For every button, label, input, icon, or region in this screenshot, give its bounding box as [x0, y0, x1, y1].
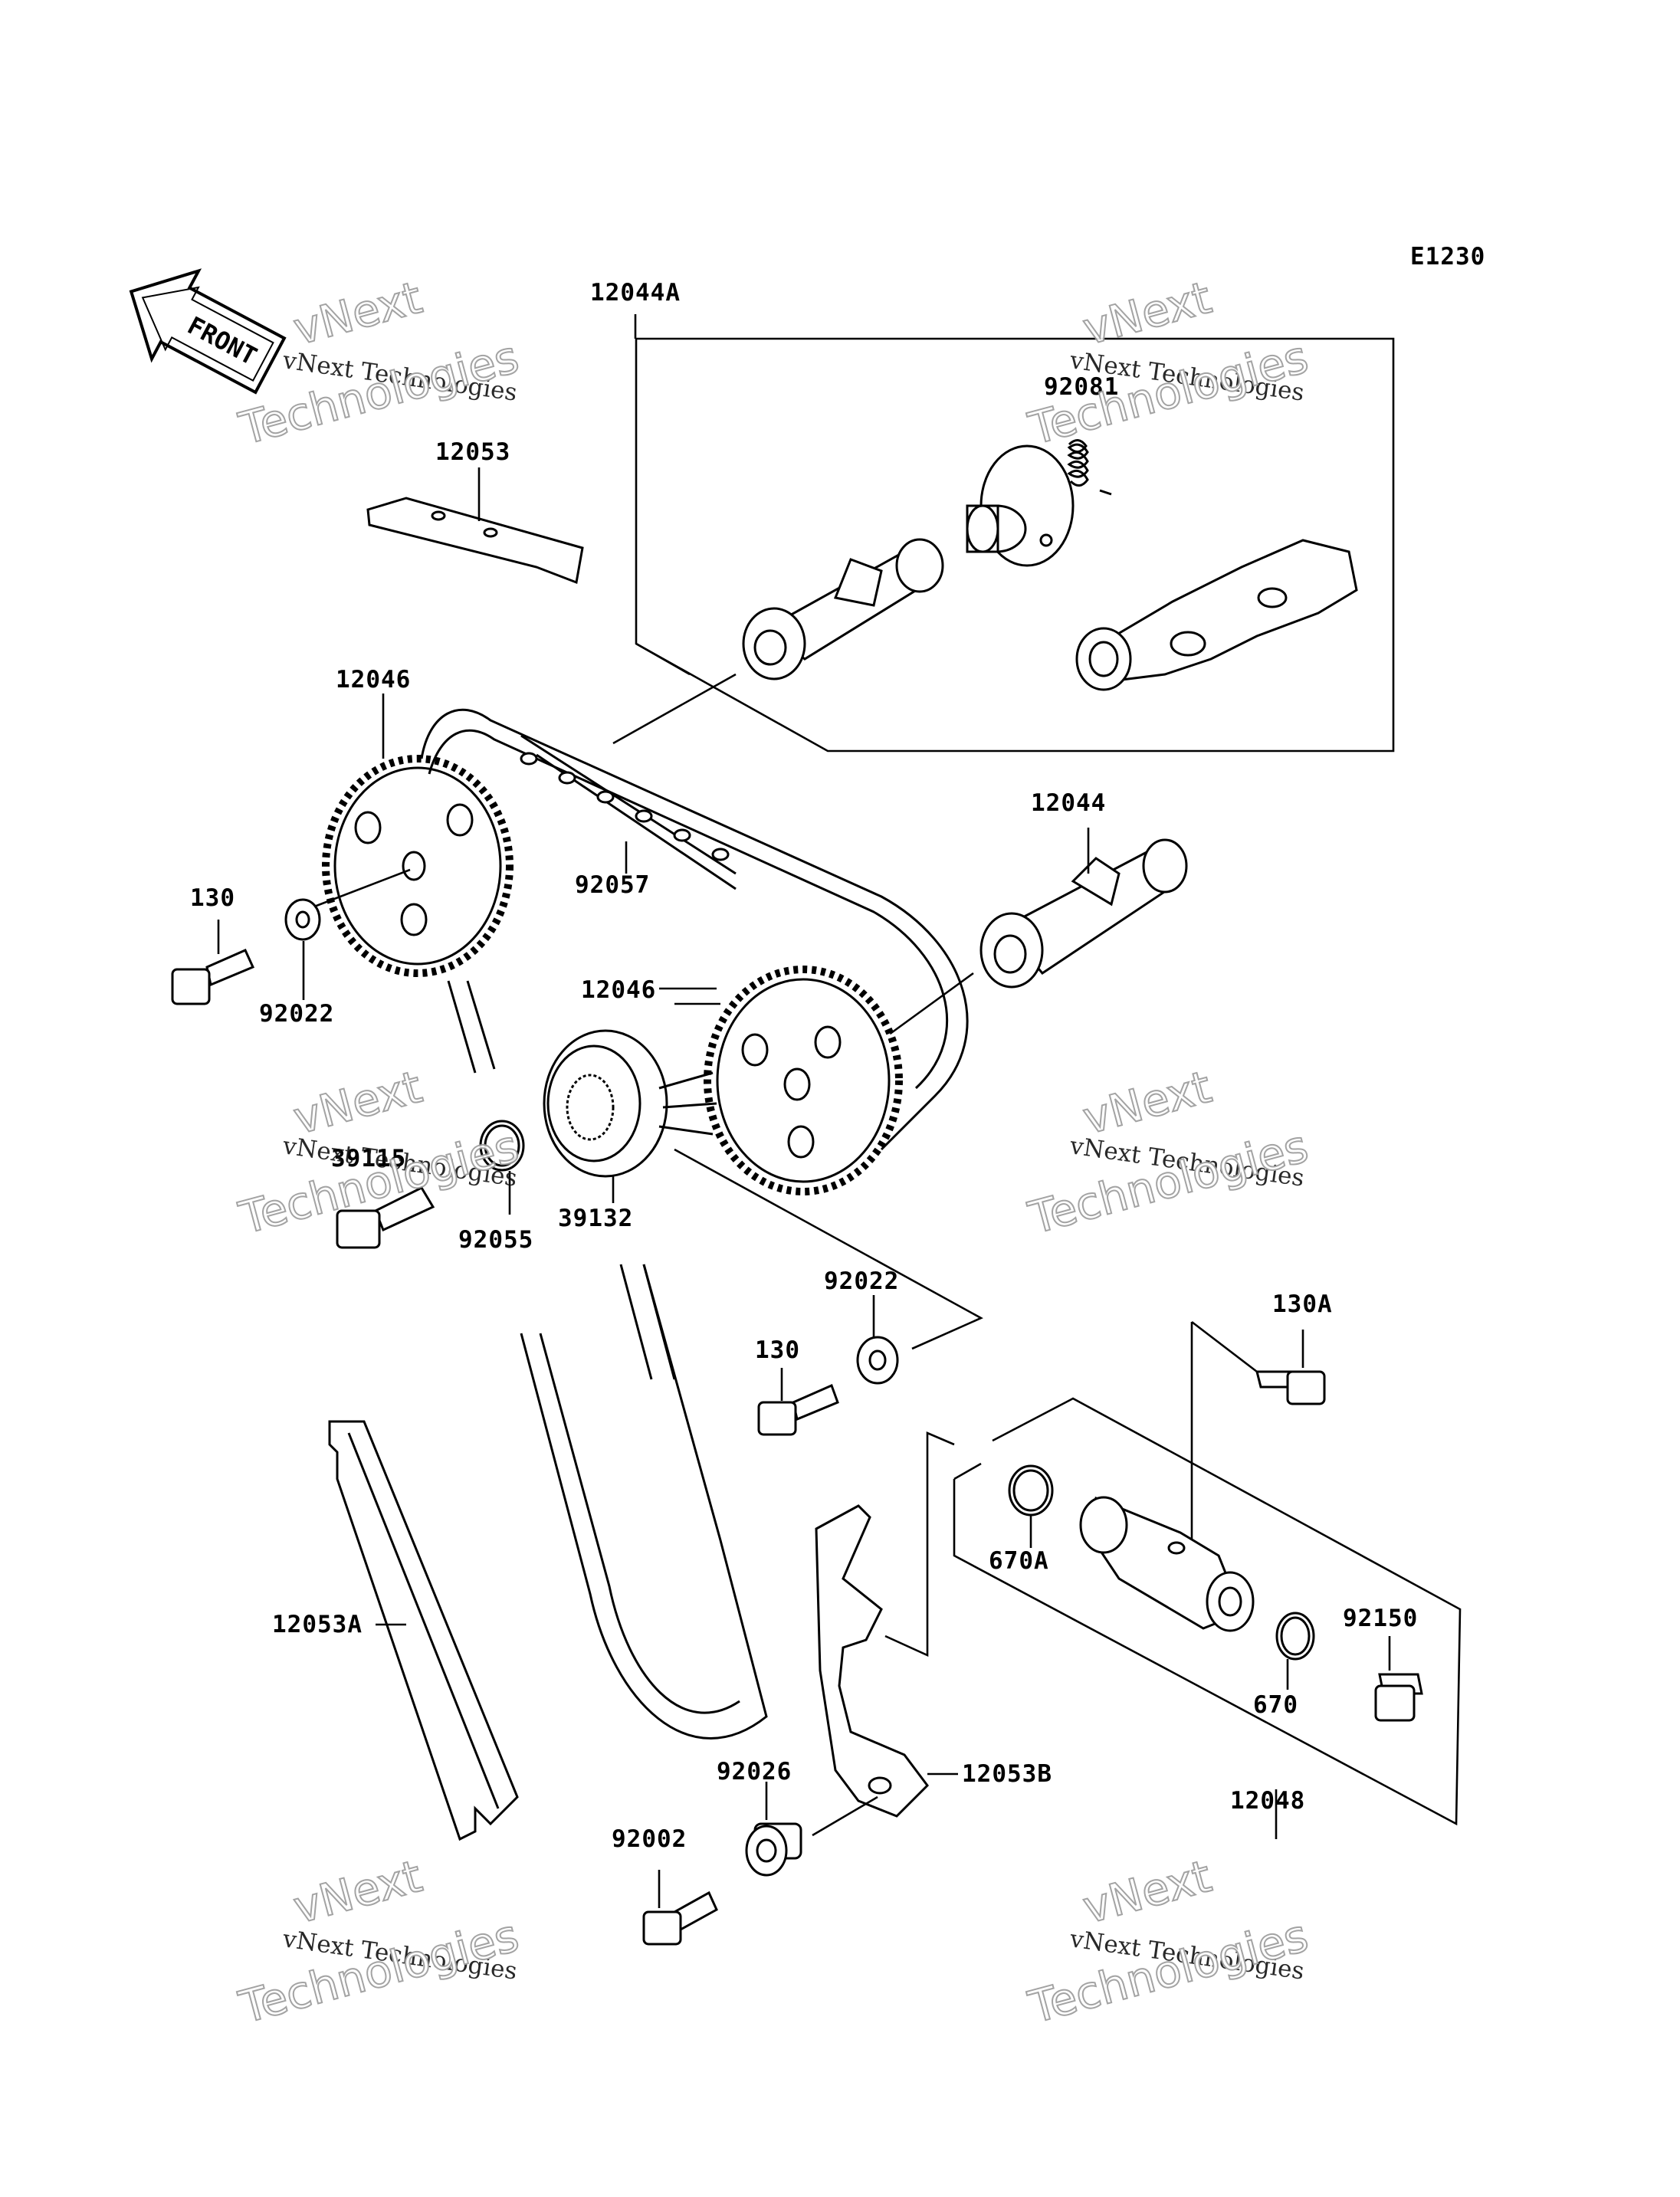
watermark-bottom-left: vNext vNext Technologies Technologies	[233, 1849, 524, 2035]
label-92081: 92081	[1044, 373, 1119, 401]
label-670A: 670A	[989, 1547, 1049, 1575]
svg-text:vNext: vNext	[288, 1850, 427, 1934]
label-92055: 92055	[458, 1226, 533, 1254]
bolt-130-left	[171, 920, 255, 1005]
label-12044: 12044	[1031, 789, 1106, 817]
chain-lower-run	[447, 980, 768, 1740]
o-ring-670A	[1008, 1464, 1054, 1548]
label-39115: 39115	[331, 1145, 406, 1172]
label-39132: 39132	[558, 1205, 633, 1232]
tensioner-arm	[1075, 539, 1358, 691]
washer-92022-mid	[856, 1295, 899, 1385]
tensioner-bracket-12048	[884, 1397, 1462, 1839]
label-12053B: 12053B	[962, 1760, 1052, 1788]
label-12053: 12053	[435, 438, 510, 466]
chain-guide-12053B	[812, 1504, 958, 1837]
watermark-bottom-right: vNext vNext Technologies Technologies	[1022, 1849, 1314, 2035]
svg-text:vNext: vNext	[1078, 271, 1216, 356]
spring-92081-icon	[1067, 439, 1112, 496]
svg-text:vNext: vNext	[1078, 1850, 1216, 1934]
camshaft-12044A	[742, 538, 944, 680]
diagram-code: E1230	[1410, 243, 1485, 271]
label-12046-mid: 12046	[581, 976, 656, 1004]
label-130-mid: 130	[755, 1336, 800, 1364]
label-130A: 130A	[1272, 1290, 1333, 1318]
front-arrow-icon: FRONT	[129, 268, 287, 395]
bolt-130A	[1190, 1320, 1326, 1540]
label-12046-top: 12046	[336, 666, 411, 694]
collar-92026	[745, 1782, 802, 1877]
tensioner-body	[1079, 1496, 1255, 1632]
label-92057: 92057	[575, 871, 650, 899]
bolt-39115	[336, 1186, 435, 1249]
bolt-92002	[642, 1870, 718, 1946]
upper-sprocket-12046	[310, 755, 514, 977]
bolt-92150	[1374, 1636, 1423, 1722]
label-130-left: 130	[190, 884, 235, 912]
watermark-top-right: vNext vNext Technologies Technologies	[1022, 271, 1314, 456]
chain-guide-12053A	[328, 1420, 519, 1841]
chain-guide-12053	[366, 467, 584, 585]
o-ring-670	[1275, 1612, 1315, 1690]
watermark-mid-right: vNext vNext Technologies Technologies	[1022, 1060, 1314, 1245]
label-12048: 12048	[1230, 1787, 1305, 1815]
label-92026: 92026	[717, 1758, 792, 1785]
part-labels: 12044A 92081 12053 12046 92057 12044 130…	[190, 279, 1418, 1853]
label-92002: 92002	[612, 1825, 687, 1853]
lower-sprocket-12046	[674, 966, 903, 1195]
label-92022-mid: 92022	[824, 1267, 899, 1295]
label-12044A: 12044A	[590, 279, 681, 307]
label-92022-left: 92022	[259, 1000, 334, 1028]
svg-text:vNext: vNext	[288, 1061, 427, 1145]
bolt-130-mid	[757, 1368, 839, 1436]
watermark-top-left: vNext vNext Technologies Technologies	[233, 271, 524, 456]
label-92150: 92150	[1343, 1605, 1418, 1632]
washer-92022-left	[284, 898, 321, 1000]
assembly-bracket-12044A	[634, 314, 1395, 753]
svg-text:vNext: vNext	[288, 271, 427, 356]
label-670: 670	[1253, 1691, 1298, 1719]
camshaft-12044	[888, 828, 1188, 1036]
label-12053A: 12053A	[272, 1611, 363, 1638]
svg-text:vNext: vNext	[1078, 1061, 1216, 1145]
cam-chain-92057	[420, 673, 969, 1151]
tensioner-cam-plate	[966, 444, 1075, 567]
crank-sprocket-39132	[543, 1029, 983, 1350]
o-ring-92055	[479, 1120, 525, 1215]
